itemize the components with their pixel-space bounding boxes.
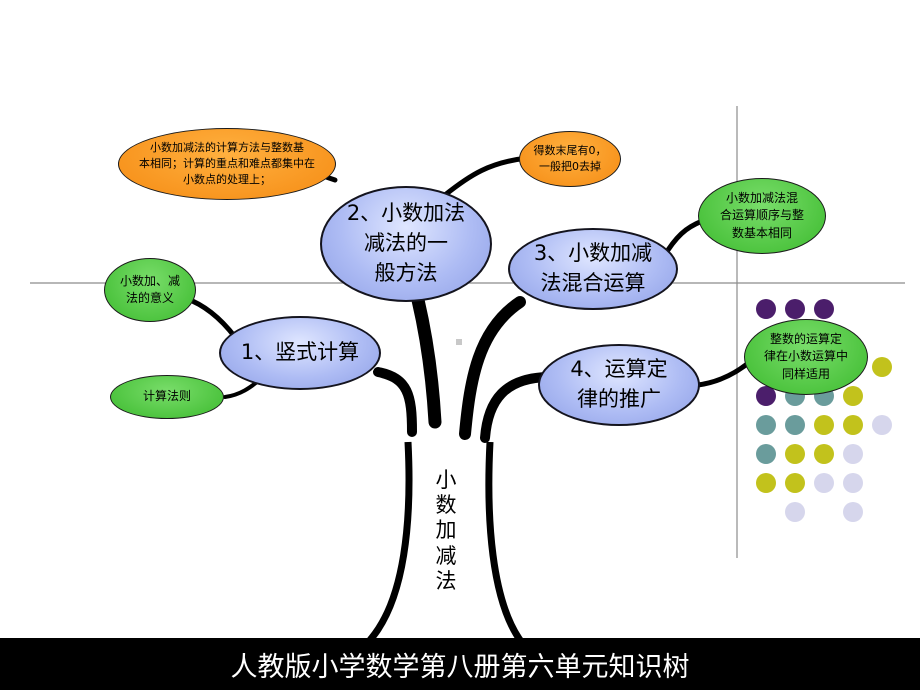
twig-node2-right xyxy=(442,155,531,198)
trunk-label: 小 数 加 减 法 xyxy=(435,468,457,593)
branch-to-node-3 xyxy=(459,296,526,440)
decorative-dot xyxy=(756,299,776,319)
decorative-dot xyxy=(872,415,892,435)
node-3-detail: 小数加减法混 合运算顺序与整 数基本相同 xyxy=(698,178,826,254)
footer-title: 人教版小学数学第八册第六单元知识树 xyxy=(0,638,920,690)
node-3-mixed-operations: 3、小数加减 法混合运算 xyxy=(508,228,678,310)
decorative-dot xyxy=(814,473,834,493)
node-2-detail-right: 得数末尾有0， 一般把0去掉 xyxy=(519,131,621,187)
branch-to-node-4 xyxy=(480,372,553,443)
decorative-dot xyxy=(756,473,776,493)
decorative-dot xyxy=(814,444,834,464)
branch-to-node-1 xyxy=(373,367,417,437)
node-1-vertical-calculation: 1、竖式计算 xyxy=(219,316,381,390)
node-2-general-method: 2、小数加法 减法的一 般方法 xyxy=(320,186,492,302)
decorative-dot xyxy=(843,415,863,435)
trunk-left-outline xyxy=(367,441,413,643)
decorative-dot xyxy=(814,299,834,319)
decorative-dot xyxy=(756,415,776,435)
center-mark xyxy=(456,339,462,345)
decorative-dot xyxy=(785,473,805,493)
trunk-right-outline xyxy=(485,441,523,643)
decorative-dot xyxy=(785,502,805,522)
decorative-dot xyxy=(843,473,863,493)
decorative-dot xyxy=(814,415,834,435)
node-2-detail-left: 小数加减法的计算方法与整数基 本相同；计算的重点和难点都集中在 小数点的处理上； xyxy=(118,128,336,200)
decorative-dot xyxy=(756,386,776,406)
twig-node1-meaning xyxy=(182,295,238,340)
node-1-rule: 计算法则 xyxy=(110,375,224,419)
node-4-law-extension: 4、运算定 律的推广 xyxy=(538,344,700,426)
decorative-dot xyxy=(785,415,805,435)
decorative-dot xyxy=(785,444,805,464)
decorative-dot xyxy=(843,386,863,406)
decorative-dot xyxy=(872,357,892,377)
branch-to-node-2 xyxy=(411,293,442,429)
decorative-dot xyxy=(843,502,863,522)
footer-title-text: 人教版小学数学第八册第六单元知识树 xyxy=(230,651,690,683)
node-4-detail: 整数的运算定 律在小数运算中 同样适用 xyxy=(744,319,868,395)
decorative-dot xyxy=(785,299,805,319)
twig-node4-right xyxy=(695,357,755,388)
decorative-dot xyxy=(843,444,863,464)
decorative-dot xyxy=(756,444,776,464)
node-1-meaning: 小数加、减 法的意义 xyxy=(104,258,196,322)
